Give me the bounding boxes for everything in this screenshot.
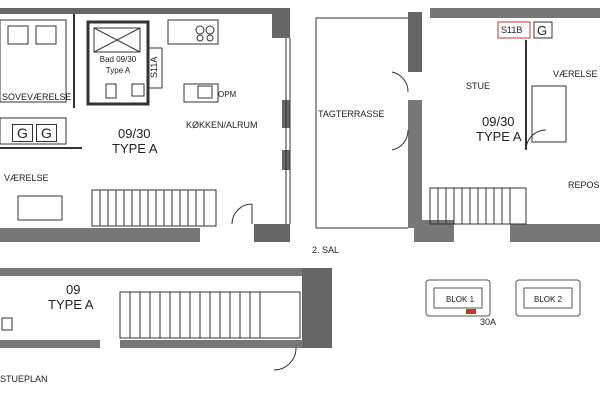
bath-sink <box>131 83 145 97</box>
key-block-1-label: BLOK 1 <box>446 295 475 304</box>
wall-bottom-bottom <box>0 340 100 348</box>
kitchen-label: KØKKEN/ALRUM <box>186 120 258 130</box>
room-label-top-left: VÆRELSE <box>4 173 49 183</box>
opm-box <box>197 85 213 99</box>
top-left-apartment <box>0 8 291 242</box>
stair-box-s11a <box>147 47 163 89</box>
key-block-1 <box>425 279 491 317</box>
wall-bottom-mid <box>120 340 302 348</box>
door-swing-terrace-1 <box>391 71 409 93</box>
stove-2 <box>205 25 215 35</box>
bathroom-label-line1: Bad 09/30 <box>99 55 137 64</box>
floor-label-2-sal: 2. SAL <box>312 245 340 255</box>
badge-g-mirror: G <box>12 124 33 142</box>
key-plan <box>425 279 581 317</box>
stair-id-s11b: S11B <box>501 25 523 35</box>
badge-g-top-right: G <box>537 23 548 38</box>
door-swing-bottom-entry <box>273 347 297 371</box>
unit-number-bottom: 09 <box>66 282 81 297</box>
unit-type-top-left: TYPE A <box>112 141 158 156</box>
key-block-2 <box>515 279 581 317</box>
badge-g-top-left: G <box>36 124 57 142</box>
storage-label: OPM <box>218 90 237 99</box>
wall-right-top <box>430 8 600 18</box>
shower <box>93 27 141 53</box>
wall-bottom-top <box>0 268 330 276</box>
unit-number-top-right: 09/30 <box>482 114 515 129</box>
stair-box-s11b <box>497 21 531 39</box>
stove-3 <box>196 34 204 42</box>
wall-right-left-upper <box>408 12 422 72</box>
key-unit-marker <box>466 309 476 314</box>
key-block-2-label: BLOK 2 <box>534 295 563 304</box>
shower-diag-2 <box>93 27 141 53</box>
bathroom-label-line2: Type A <box>105 66 131 75</box>
wall-top-left-right-upper <box>272 8 290 38</box>
living-label: STUE <box>466 81 491 91</box>
key-block-2-inner <box>523 287 573 309</box>
toilet <box>105 83 117 99</box>
stairs-bottom <box>119 291 301 339</box>
stove-4 <box>206 34 214 42</box>
kitchen-counter <box>167 19 219 45</box>
room-label-top-right: VÆRELSE <box>553 69 598 79</box>
wall-right-bottom-right <box>510 224 600 242</box>
wall-right-bottom-left <box>414 220 454 242</box>
bed <box>0 19 67 103</box>
door-swing-room-right <box>525 129 547 151</box>
stairs-top-left <box>91 189 217 227</box>
bedroom-label: SOVEVÆRELSE <box>2 92 72 102</box>
desk-right <box>531 85 567 143</box>
wall-top-left-bottom-right <box>254 224 290 242</box>
terrace-label: TAGTERRASSE <box>318 109 385 119</box>
pillow-2 <box>35 25 57 45</box>
unit-type-top-right: TYPE A <box>476 129 522 144</box>
wall-bottom-right <box>302 268 332 348</box>
door-swing-terrace-2 <box>391 129 409 151</box>
unit-number-top-left: 09/30 <box>118 126 151 141</box>
wardrobe <box>0 117 67 145</box>
small-box-left <box>1 317 13 331</box>
kitchen-island <box>183 83 219 103</box>
wall-right-left-lower <box>408 100 422 228</box>
pillow-1 <box>7 25 29 45</box>
repos-label: REPOS <box>568 180 600 190</box>
stove-1 <box>195 25 205 35</box>
floor-label-stueplan: STUEPLAN <box>0 374 48 384</box>
stairs-top-right <box>429 187 527 225</box>
key-block-1-inner <box>433 287 483 309</box>
badge-g-box-right <box>533 21 553 39</box>
key-unit-label: 30A <box>480 317 497 327</box>
wall-top-left-top <box>0 8 290 14</box>
stair-id-s11a: S11A <box>149 56 159 78</box>
top-right-apartment <box>315 8 600 242</box>
wall-top-left-bottom <box>0 228 200 242</box>
unit-type-bottom: TYPE A <box>48 297 94 312</box>
desk <box>17 195 63 221</box>
bottom-apartment <box>0 268 332 371</box>
door-swing-bottom <box>231 203 253 225</box>
